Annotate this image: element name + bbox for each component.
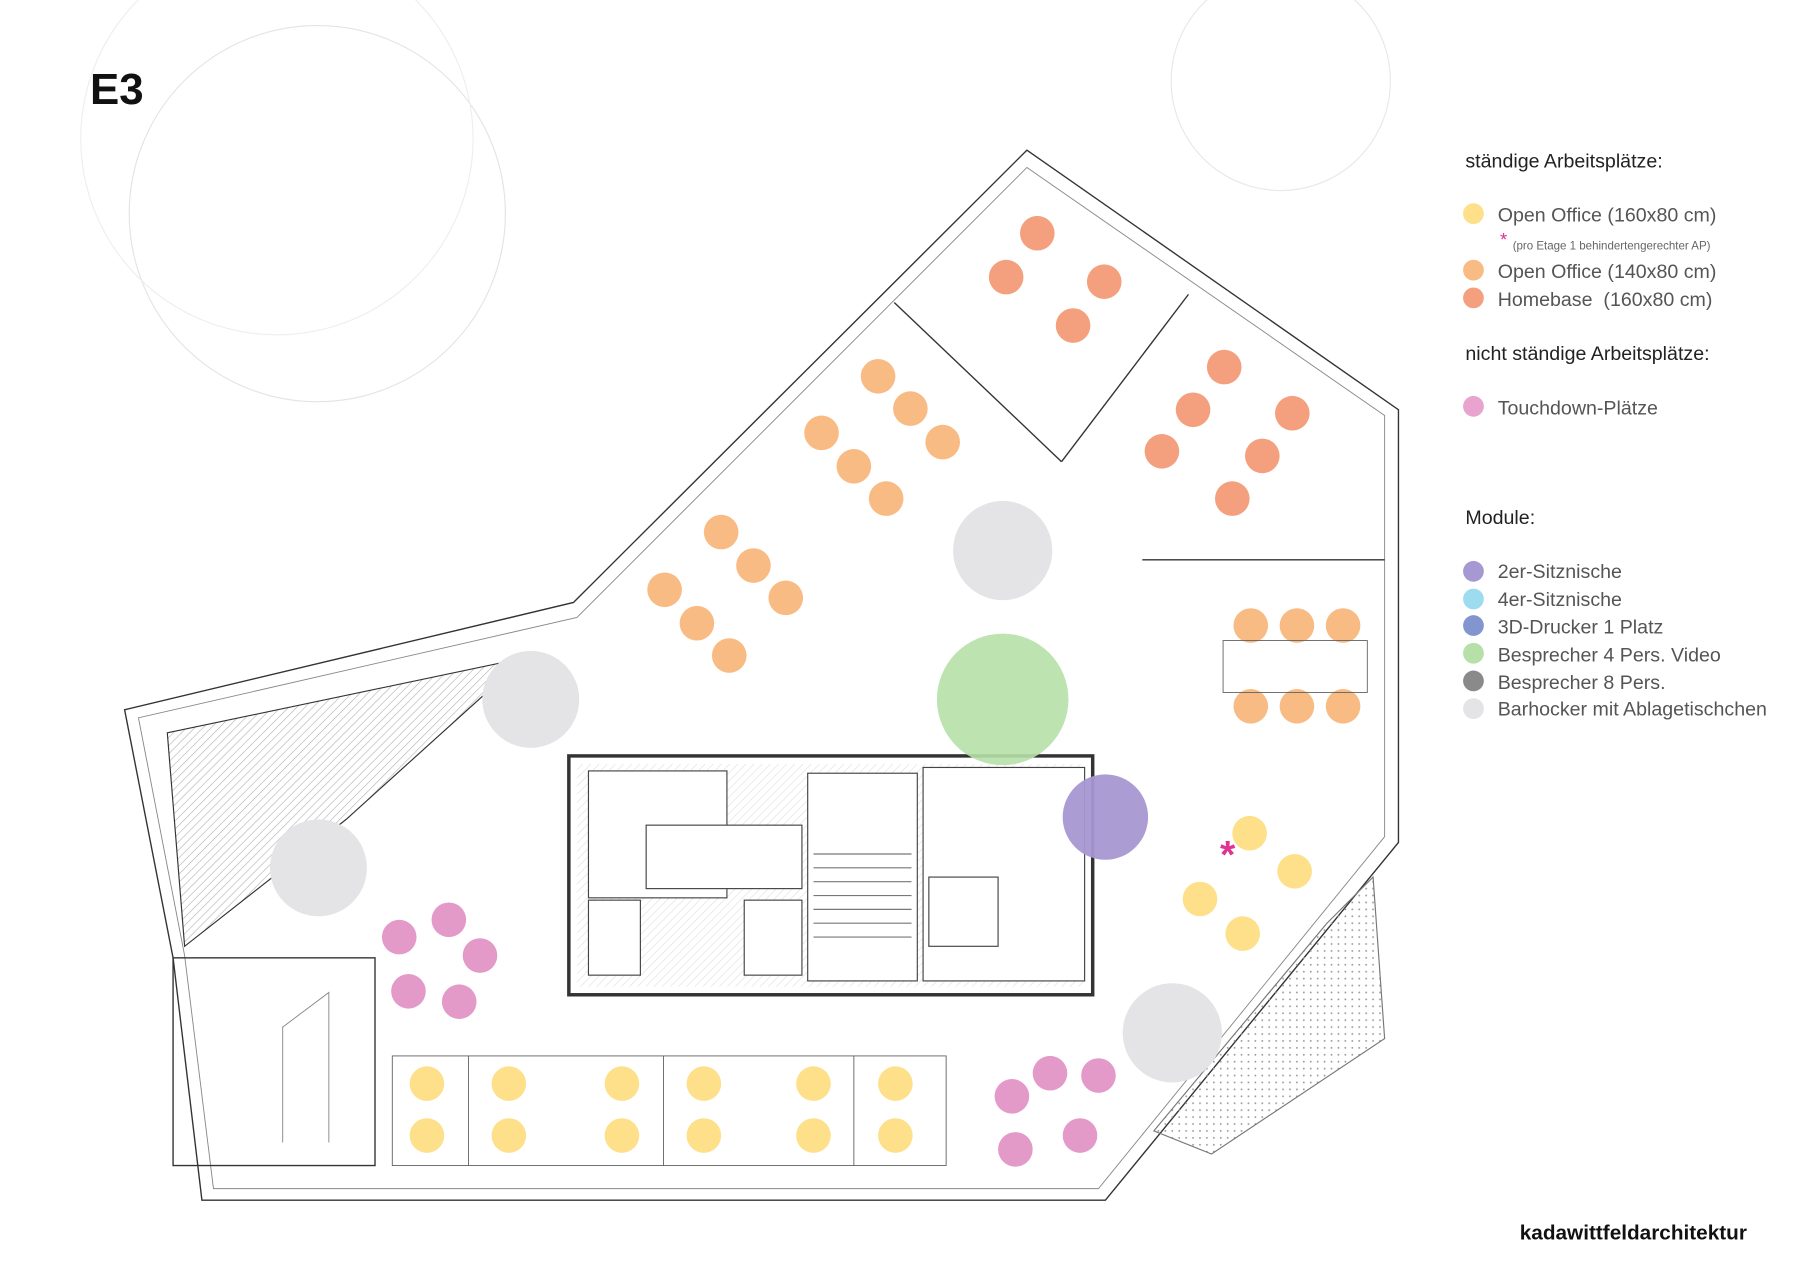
- legend-swatch: [1463, 698, 1484, 719]
- legend-item: Besprecher 8 Pers.: [1498, 672, 1666, 694]
- legend-swatch: [1463, 287, 1484, 309]
- module-besprecher-video: [936, 633, 1069, 766]
- building-core: [567, 754, 1095, 997]
- floor-title: E3: [90, 65, 144, 114]
- legend-item: 2er-Sitznische: [1498, 561, 1622, 583]
- module-barhocker: [270, 500, 1222, 1083]
- legend-item: Open Office (140x80 cm): [1498, 261, 1717, 283]
- legend-swatch: [1463, 615, 1484, 636]
- desks: [391, 640, 1368, 1166]
- legend-heading-nonpermanent: nicht ständige Arbeitsplätze:: [1465, 343, 1709, 365]
- legend-note: (pro Etage 1 behindertengerechter AP): [1513, 240, 1711, 252]
- site-arcs: [80, 0, 1391, 403]
- legend-swatch: [1463, 203, 1484, 224]
- touchdown-seats: [381, 902, 1116, 1167]
- legend-item: 4er-Sitznische: [1498, 589, 1622, 611]
- legend-swatch: [1463, 259, 1484, 281]
- building-outline: [123, 149, 1400, 1201]
- legend-item: 3D-Drucker 1 Platz: [1498, 617, 1664, 639]
- legend-item: Besprecher 4 Pers. Video: [1498, 644, 1721, 666]
- legend-item: Open Office (160x80 cm): [1498, 205, 1717, 227]
- legend-heading-modules: Module:: [1465, 507, 1535, 529]
- legend-item: Touchdown-Plätze: [1498, 397, 1658, 419]
- legend-item: Homebase (160x80 cm): [1498, 289, 1713, 311]
- legend-swatch: [1463, 670, 1484, 692]
- homebase-seats: [988, 215, 1310, 516]
- open-office-140-seats: [647, 359, 1361, 724]
- legend-note-marker: *: [1500, 229, 1507, 250]
- legend-swatch: [1463, 642, 1484, 664]
- legend-heading-permanent: ständige Arbeitsplätze:: [1465, 150, 1662, 172]
- legend: ständige Arbeitsplätze: Open Office (160…: [1463, 150, 1767, 721]
- legend-swatch: [1463, 560, 1484, 582]
- legend-item: Barhocker mit Ablagetischchen: [1498, 699, 1767, 721]
- legend-swatch: [1463, 395, 1484, 417]
- legend-swatch: [1463, 588, 1484, 610]
- brand-logo: kadawittfeldarchitektur: [1520, 1221, 1747, 1244]
- open-office-160-seats: [409, 815, 1312, 1153]
- module-2er-sitznische: [1062, 774, 1149, 860]
- accessible-workplace-marker: *: [1220, 833, 1236, 877]
